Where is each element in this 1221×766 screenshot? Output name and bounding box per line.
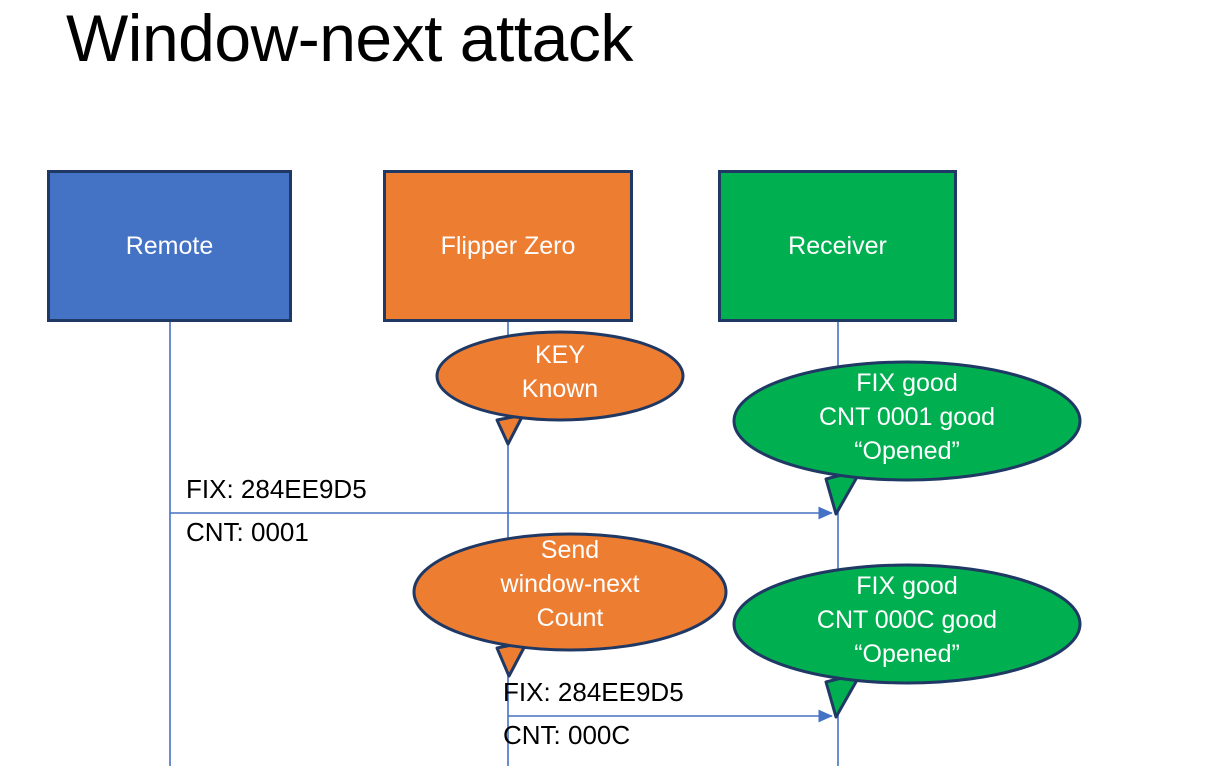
message-2-cnt-label: CNT: 000C	[503, 720, 631, 750]
actor-box-receiver[interactable]: Receiver	[718, 170, 957, 322]
actor-label-receiver: Receiver	[788, 232, 887, 260]
callout-receiver-ack-1	[732, 360, 1082, 516]
callout-receiver-ack-2	[732, 563, 1082, 719]
actor-label-remote: Remote	[125, 232, 214, 260]
callout-send-window-next	[412, 532, 728, 678]
message-1-fix-label: FIX: 284EE9D5	[186, 474, 367, 504]
actor-box-flipper[interactable]: Flipper Zero	[383, 170, 633, 322]
message-1-cnt-label: CNT: 0001	[186, 517, 309, 547]
callout-tail-key-known	[495, 413, 525, 446]
page-title: Window-next attack	[66, 1, 633, 75]
callout-key-known	[435, 330, 685, 446]
callout-bubble-key-known	[435, 330, 685, 422]
callout-bubble-receiver-ack-2	[732, 563, 1082, 685]
actor-box-remote[interactable]: Remote	[47, 170, 292, 322]
callout-bubble-receiver-ack-1	[732, 360, 1082, 482]
actor-label-flipper: Flipper Zero	[440, 232, 576, 260]
callout-bubble-send-window-next	[412, 532, 728, 652]
message-2-fix-label: FIX: 284EE9D5	[503, 677, 684, 707]
